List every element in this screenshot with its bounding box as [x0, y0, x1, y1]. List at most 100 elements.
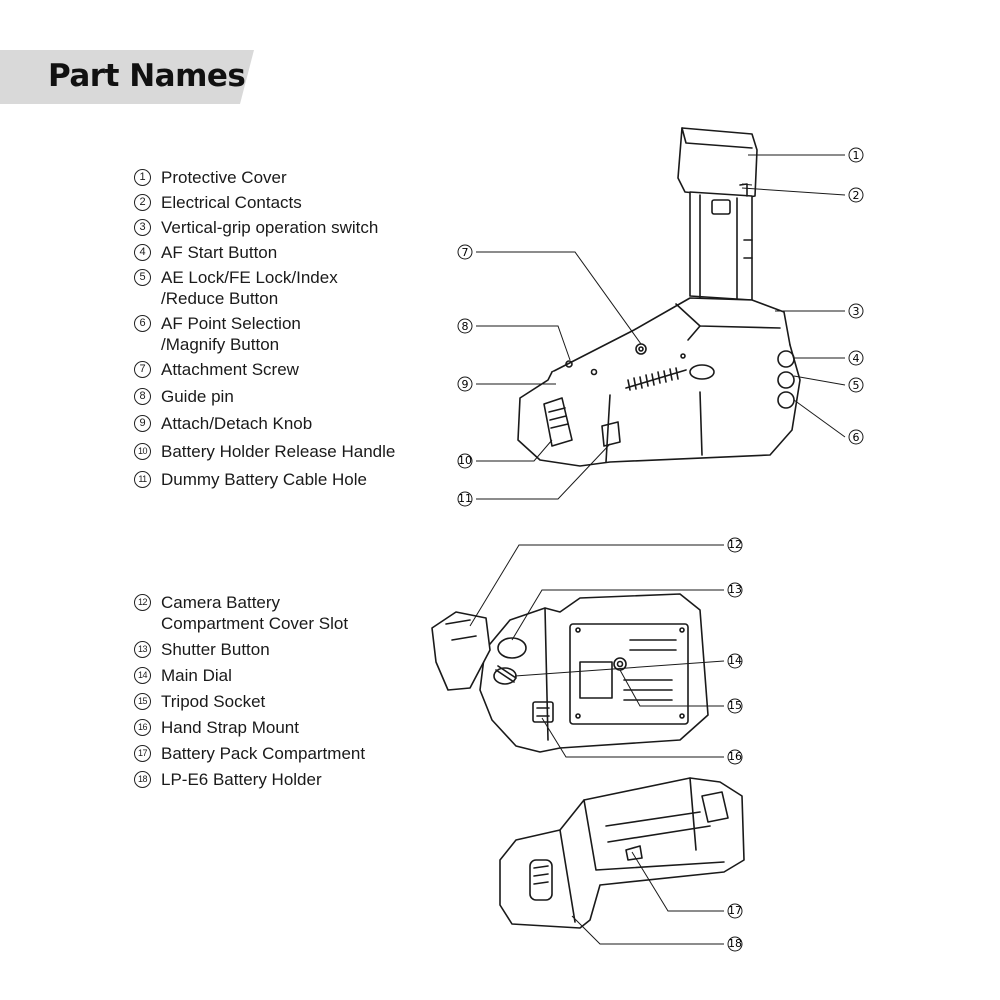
legend-item-7: 7 Attachment Screw [134, 359, 395, 380]
legend-label: Hand Strap Mount [161, 718, 299, 737]
svg-text:8: 8 [462, 320, 469, 333]
legend-number: 18 [134, 771, 151, 788]
legend-number: 1 [134, 169, 151, 186]
callout-14: 14 [727, 653, 743, 669]
svg-text:7: 7 [462, 246, 469, 259]
legend-item-1: 1 Protective Cover [134, 167, 395, 188]
svg-text:15: 15 [728, 699, 742, 712]
legend-item-3: 3 Vertical-grip operation switch [134, 217, 395, 238]
legend-number: 5 [134, 269, 151, 286]
callout-6: 6 [848, 429, 864, 445]
legend-item-15: 15 Tripod Socket [134, 691, 365, 712]
battery-grip-rear-illustration [431, 593, 709, 753]
callout-12: 12 [727, 537, 743, 553]
legend-item-10: 10 Battery Holder Release Handle [134, 441, 395, 462]
legend-number: 14 [134, 667, 151, 684]
legend-label: Protective Cover [161, 168, 287, 187]
svg-text:1: 1 [853, 149, 860, 162]
legend-number: 6 [134, 315, 151, 332]
legend-number: 7 [134, 361, 151, 378]
legend-item-9: 9 Attach/Detach Knob [134, 413, 395, 434]
legend-number: 8 [134, 388, 151, 405]
callout-11: 11 [457, 491, 473, 507]
callout-1: 1 [848, 147, 864, 163]
legend-number: 11 [134, 471, 151, 488]
callout-9: 9 [457, 376, 473, 392]
legend-number: 4 [134, 244, 151, 261]
legend-item-17: 17 Battery Pack Compartment [134, 743, 365, 764]
callout-7: 7 [457, 244, 473, 260]
legend-label: Camera Battery Compartment Cover Slot [161, 593, 349, 633]
legend-number: 16 [134, 719, 151, 736]
legend-label: AF Start Button [161, 243, 278, 262]
legend-label: Vertical-grip operation switch [161, 218, 379, 237]
legend-item-16: 16 Hand Strap Mount [134, 717, 365, 738]
legend-number: 2 [134, 194, 151, 211]
callout-15: 15 [727, 698, 743, 714]
legend-number: 17 [134, 745, 151, 762]
legend-label: Main Dial [161, 666, 232, 685]
svg-text:5: 5 [853, 379, 860, 392]
callout-16: 16 [727, 749, 743, 765]
title-band [0, 50, 254, 104]
legend-item-4: 4 AF Start Button [134, 242, 395, 263]
page-title: Part Names [48, 58, 246, 94]
legend-label: Dummy Battery Cable Hole [161, 470, 367, 489]
callout-17: 17 [727, 903, 743, 919]
svg-text:12: 12 [728, 538, 742, 551]
callout-8: 8 [457, 318, 473, 334]
svg-text:2: 2 [853, 189, 860, 202]
legend-label: LP-E6 Battery Holder [161, 770, 322, 789]
legend-top: 1 Protective Cover 2 Electrical Contacts 3 Ve… [134, 167, 395, 490]
legend-number: 15 [134, 693, 151, 710]
legend-label: Attachment Screw [161, 360, 299, 379]
legend-number: 12 [134, 594, 151, 611]
legend-item-14: 14 Main Dial [134, 665, 365, 686]
leader-lines [469, 154, 846, 945]
svg-text:9: 9 [462, 378, 469, 391]
svg-text:10: 10 [458, 454, 472, 467]
legend-item-6: 6 AF Point Selection /Magnify Button [134, 313, 395, 355]
legend-number: 13 [134, 641, 151, 658]
legend-number: 3 [134, 219, 151, 236]
svg-text:18: 18 [728, 937, 742, 950]
svg-text:6: 6 [853, 431, 860, 444]
callout-13: 13 [727, 582, 743, 598]
legend-label: Guide pin [161, 387, 234, 406]
svg-text:11: 11 [458, 492, 472, 505]
svg-text:13: 13 [728, 583, 742, 596]
legend-label: Battery Holder Release Handle [161, 442, 396, 461]
legend-label: AF Point Selection /Magnify Button [161, 314, 301, 354]
callout-5: 5 [848, 377, 864, 393]
legend-item-2: 2 Electrical Contacts [134, 192, 395, 213]
legend-item-5: 5 AE Lock/FE Lock/Index /Reduce Button [134, 267, 395, 309]
callout-markers: 1 2 3 4 5 6 7 8 9 10 11 12 13 14 15 16 1… [457, 147, 864, 952]
legend-item-12: 12 Camera Battery Compartment Cover Slot [134, 592, 365, 634]
legend-label: AE Lock/FE Lock/Index /Reduce Button [161, 268, 338, 308]
callout-18: 18 [727, 936, 743, 952]
legend-number: 10 [134, 443, 151, 460]
legend-label: Tripod Socket [161, 692, 266, 711]
callout-10: 10 [457, 453, 473, 469]
battery-grip-illustration [517, 127, 801, 467]
svg-text:17: 17 [728, 904, 742, 917]
legend-number: 9 [134, 415, 151, 432]
legend-item-13: 13 Shutter Button [134, 639, 365, 660]
legend-item-8: 8 Guide pin [134, 386, 395, 407]
svg-text:3: 3 [853, 305, 860, 318]
legend-label: Attach/Detach Knob [161, 414, 313, 433]
callout-2: 2 [848, 187, 864, 203]
legend-item-11: 11 Dummy Battery Cable Hole [134, 469, 395, 490]
callout-3: 3 [848, 303, 864, 319]
legend-item-18: 18 LP-E6 Battery Holder [134, 769, 365, 790]
svg-text:16: 16 [728, 750, 742, 763]
legend-label: Electrical Contacts [161, 193, 302, 212]
callout-4: 4 [848, 350, 864, 366]
legend-label: Shutter Button [161, 640, 270, 659]
svg-text:14: 14 [728, 654, 742, 667]
svg-text:4: 4 [853, 352, 860, 365]
legend-label: Battery Pack Compartment [161, 744, 366, 763]
